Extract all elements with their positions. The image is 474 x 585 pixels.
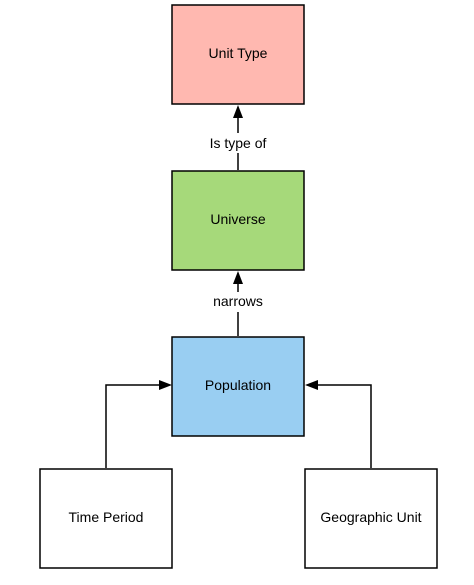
edge-label-narrows: narrows: [213, 293, 263, 309]
node-label-population: Population: [205, 377, 271, 393]
edge-universe-to-unit-type: Is type of: [202, 105, 276, 170]
node-label-universe: Universe: [210, 211, 265, 227]
edge-time-period-to-population: [105, 380, 172, 468]
node-label-geographic-unit: Geographic Unit: [320, 509, 421, 525]
node-universe[interactable]: Universe: [171, 170, 305, 271]
node-box-geographic-unit[interactable]: [304, 468, 438, 569]
arrow-head-universe: [233, 271, 243, 284]
edge-label-bg-narrows: [207, 292, 269, 312]
node-box-time-period[interactable]: [39, 468, 173, 569]
node-box-unit-type[interactable]: [171, 4, 305, 105]
arrow-head-population-left: [159, 380, 172, 390]
edge-label-bg-is-type-of: [202, 133, 276, 153]
arrow-head-unit-type: [233, 105, 243, 118]
node-box-universe[interactable]: [171, 170, 305, 271]
edge-population-to-universe: narrows: [207, 271, 269, 336]
edge-geographic-unit-to-population: [305, 380, 372, 468]
node-box-population[interactable]: [171, 336, 305, 437]
node-unit-type[interactable]: Unit Type: [171, 4, 305, 105]
arrow-head-population-right: [305, 380, 318, 390]
node-label-time-period: Time Period: [69, 509, 144, 525]
node-label-unit-type: Unit Type: [209, 45, 268, 61]
edge-label-is-type-of: Is type of: [210, 135, 267, 151]
node-population[interactable]: Population: [171, 336, 305, 437]
node-time-period[interactable]: Time Period: [39, 468, 173, 569]
edge-line-time-period: [105, 384, 159, 468]
node-geographic-unit[interactable]: Geographic Unit: [304, 468, 438, 569]
edge-line-geographic-unit: [318, 384, 372, 468]
